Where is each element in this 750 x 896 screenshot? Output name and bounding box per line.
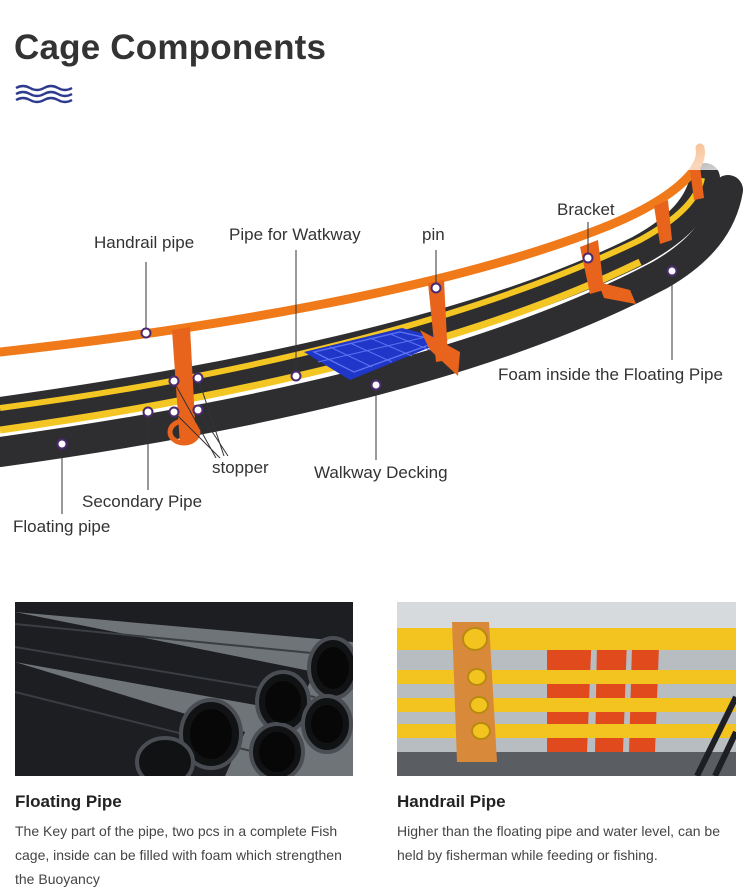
floating-pipe-photo bbox=[15, 602, 353, 776]
label-floating-pipe: Floating pipe bbox=[13, 517, 111, 536]
cage-illustration bbox=[0, 110, 750, 514]
floating-pipe-inner bbox=[0, 175, 743, 467]
label-pipe-for-walkway: Pipe for Watkway bbox=[229, 225, 361, 244]
marker-stopper-2 bbox=[192, 372, 204, 384]
label-bracket: Bracket bbox=[557, 200, 615, 219]
floating-pipe-outer bbox=[0, 163, 720, 427]
marker-decking bbox=[370, 379, 382, 391]
page-title: Cage Components bbox=[14, 28, 327, 67]
secondary-pipe bbox=[0, 177, 705, 411]
cage-diagram: Handrail pipe Pipe for Watkway pin Brack… bbox=[0, 110, 750, 550]
label-stopper: stopper bbox=[212, 458, 269, 477]
marker-handrail bbox=[140, 327, 152, 339]
card-desc-handrail-pipe: Higher than the floating pipe and water … bbox=[397, 823, 720, 863]
label-secondary-pipe: Secondary Pipe bbox=[82, 492, 203, 511]
label-handrail-pipe: Handrail pipe bbox=[94, 233, 195, 252]
marker-bracket bbox=[582, 252, 594, 264]
marker-stopper-3 bbox=[168, 406, 180, 418]
marker-walkway-pipe bbox=[290, 370, 302, 382]
marker-foam bbox=[666, 265, 678, 277]
card-title-floating-pipe: Floating Pipe bbox=[15, 792, 122, 811]
marker-stopper-1 bbox=[168, 375, 180, 387]
marker-floating bbox=[56, 438, 68, 450]
handrail-pipe-photo bbox=[397, 602, 736, 776]
label-foam: Foam inside the Floating Pipe bbox=[498, 365, 723, 384]
card-title-handrail-pipe: Handrail Pipe bbox=[397, 792, 506, 811]
label-walkway-decking: Walkway Decking bbox=[314, 463, 448, 482]
bracket-far bbox=[654, 166, 704, 244]
marker-secondary bbox=[142, 406, 154, 418]
card-desc-floating-pipe: The Key part of the pipe, two pcs in a c… bbox=[15, 823, 342, 887]
bracket-middle bbox=[420, 280, 460, 376]
marker-stopper-4 bbox=[192, 404, 204, 416]
wave-icon bbox=[15, 84, 73, 104]
marker-pin bbox=[430, 282, 442, 294]
label-pin: pin bbox=[422, 225, 445, 244]
